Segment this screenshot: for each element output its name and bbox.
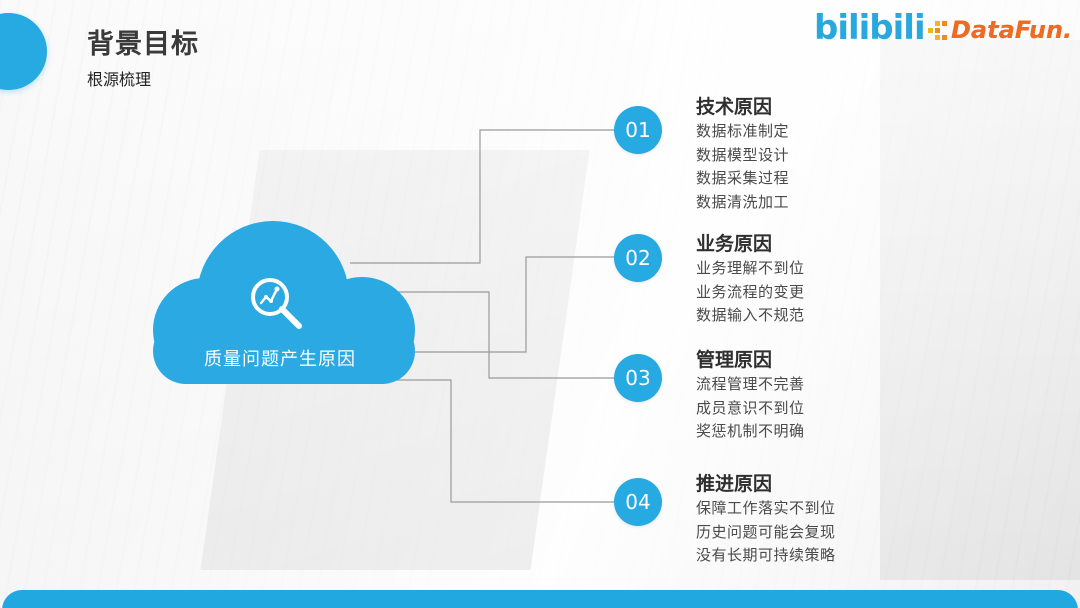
reason-item: 保障工作落实不到位 [696,499,836,517]
background-building-shape [880,40,1080,580]
reason-item: 历史问题可能会复现 [696,522,836,541]
bottom-accent-bar [2,590,1078,608]
reason-management: 管理原因 流程管理不完善 成员意识不到位 奖惩机制不明确 [696,347,805,444]
reason-item: 业务流程的变更 [696,282,805,301]
bilibili-logo: bilibili [814,8,926,48]
center-label: 质量问题产生原因 [204,349,356,370]
reason-title: 推进原因 [696,473,773,495]
reason-item: 数据采集过程 [696,169,790,187]
reason-item: 成员意识不到位 [696,398,805,417]
reason-item: 数据输入不规范 [696,306,805,324]
magnifier-chart-icon [251,278,302,329]
connector-line-03 [362,291,615,379]
reason-title: 技术原因 [696,96,773,118]
reason-item: 业务理解不到位 [696,259,805,277]
reason-technical: 技术原因 数据标准制定 数据模型设计 数据采集过程 数据清洗加工 [696,94,789,214]
connector-line-02 [362,256,615,353]
page-subtitle: 根源梳理 [87,70,152,89]
datafun-dots-icon [928,20,947,40]
reason-item: 数据标准制定 [696,122,790,140]
reason-item: 数据模型设计 [696,145,790,164]
reason-title: 管理原因 [696,349,773,371]
datafun-logo: DataFun. [928,16,1072,44]
reason-item: 奖惩机制不明确 [696,422,805,440]
reason-item: 没有长期可持续策略 [696,546,836,564]
reason-promotion: 推进原因 保障工作落实不到位 历史问题可能会复现 没有长期可持续策略 [696,471,836,568]
reason-number-circle: 04 [614,478,662,526]
datafun-wordmark: DataFun. [951,16,1073,44]
connector-line-04 [395,379,615,503]
reason-item: 数据清洗加工 [696,192,790,211]
reason-number-circle: 03 [614,354,662,402]
connector-line-01 [350,129,615,264]
reason-number-circle: 01 [614,106,662,154]
reason-business: 业务原因 业务理解不到位 业务流程的变更 数据输入不规范 [696,231,805,328]
reason-title: 业务原因 [696,233,773,255]
reason-item: 流程管理不完善 [696,375,805,393]
page-title: 背景目标 [87,29,199,60]
reason-number-circle: 02 [614,234,662,282]
